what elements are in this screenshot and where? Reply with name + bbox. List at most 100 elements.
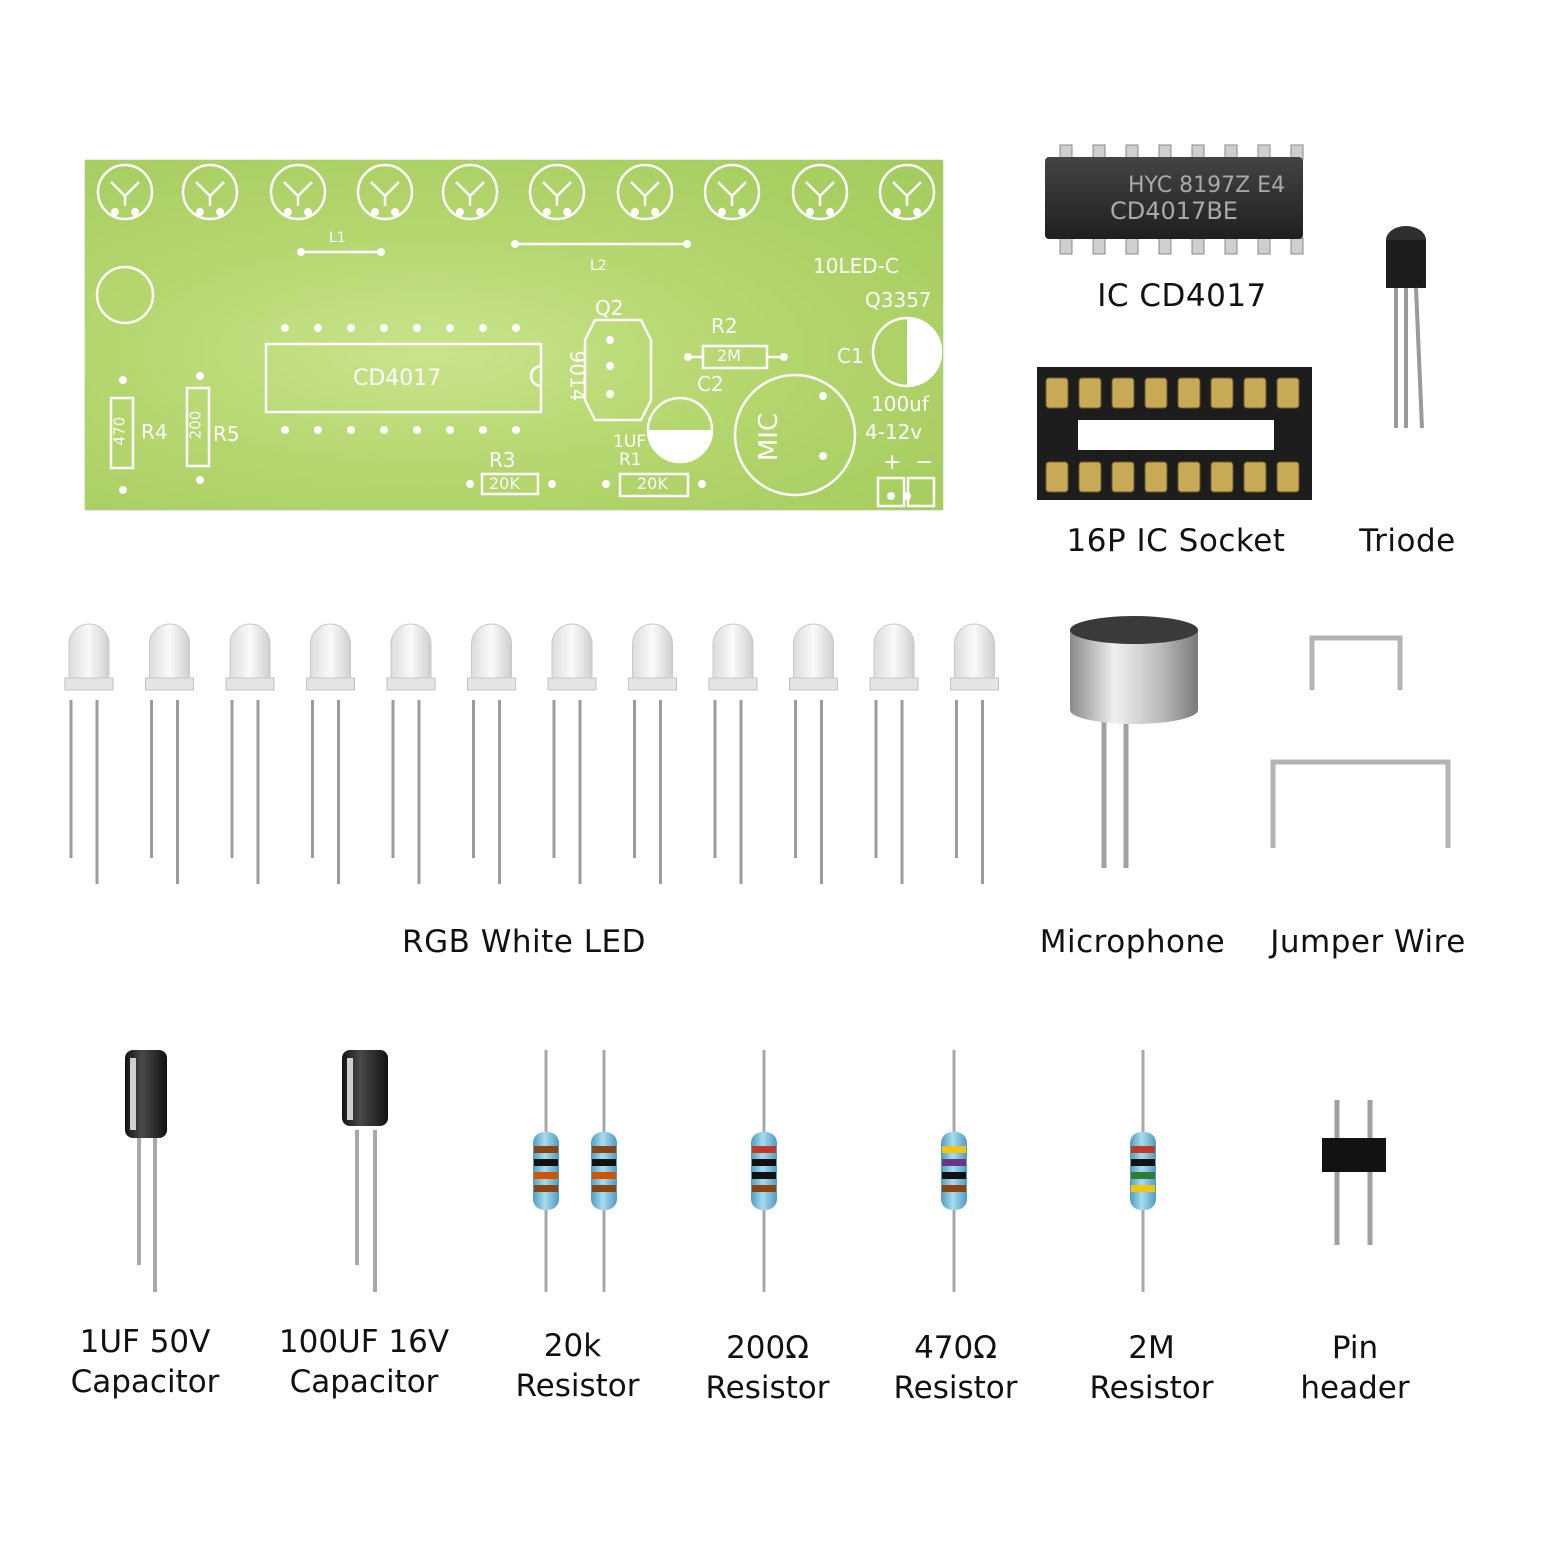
chip-pin [1158, 237, 1172, 255]
white-led [306, 623, 355, 884]
resistor-group [533, 1050, 1156, 1292]
label-resistor-2m: 2M Resistor [1074, 1328, 1229, 1408]
pcb-board: 10LED-C L1 L2 CD4017 Q2 9014 Q3357 R2 2M… [85, 160, 943, 510]
label-capacitor-100uf: 100UF 16V Capacitor [266, 1322, 462, 1402]
resistor [591, 1050, 617, 1292]
socket-contact [1210, 461, 1234, 493]
socket-contact [1045, 377, 1069, 409]
pcb-l1-label: L1 [329, 230, 346, 246]
pcb-minus-label: − [915, 450, 934, 475]
pcb-ic-label: CD4017 [353, 366, 442, 391]
label-resistor-470: 470Ω Resistor [878, 1328, 1033, 1408]
pcb-c2-value: 1UF [613, 432, 647, 452]
socket-contact [1078, 461, 1102, 493]
chip-pin [1290, 237, 1304, 255]
chip-pin [1059, 237, 1073, 255]
chip-pin [1092, 144, 1106, 160]
resistor [1130, 1050, 1156, 1292]
pcb-led-footprint [528, 163, 586, 221]
pin-line1: Pin [1331, 1330, 1379, 1366]
capacitor-100uf [342, 1050, 388, 1292]
pcb-led-footprint [878, 163, 936, 221]
pcb-r2-label: R2 [711, 314, 738, 338]
socket-contact [1243, 461, 1267, 493]
chip-pin [1191, 237, 1205, 255]
pcb-r1-label: R1 [619, 450, 642, 470]
label-jumper-wire: Jumper Wire [1270, 924, 1466, 960]
cap1-line2: Capacitor [70, 1364, 220, 1400]
socket-contact [1210, 377, 1234, 409]
pin-header [1322, 1100, 1386, 1245]
socket-contact [1111, 377, 1135, 409]
pcb-led-footprint [441, 163, 499, 221]
socket-contact [1045, 461, 1069, 493]
ic-socket [1037, 367, 1312, 500]
label-resistor-20k: 20k Resistor [500, 1326, 655, 1406]
cap1-line1: 1UF 50V [79, 1324, 211, 1360]
pin-line2: header [1300, 1370, 1410, 1406]
res2m-line2: Resistor [1089, 1370, 1214, 1406]
triode [1386, 226, 1426, 429]
chip-pin [1290, 144, 1304, 160]
microphone [1070, 616, 1198, 868]
white-led [145, 623, 194, 884]
pcb-q3357-label: Q3357 [865, 288, 932, 312]
cap2-line1: 100UF 16V [278, 1324, 450, 1360]
label-resistor-200: 200Ω Resistor [690, 1328, 845, 1408]
chip-pin [1158, 144, 1172, 160]
socket-contact [1177, 461, 1201, 493]
socket-contact [1144, 461, 1168, 493]
socket-contact [1276, 377, 1300, 409]
label-pin-header: Pin header [1290, 1328, 1420, 1408]
white-led [789, 623, 838, 884]
res200-line1: 200Ω [726, 1330, 809, 1366]
resistor [533, 1050, 559, 1292]
pcb-led-footprint [703, 163, 761, 221]
res200-line2: Resistor [705, 1370, 830, 1406]
white-led [386, 623, 436, 884]
resistor [941, 1050, 967, 1292]
pcb-r3-label: R3 [489, 448, 516, 472]
chip-pin [1125, 237, 1139, 255]
socket-contact [1276, 461, 1300, 493]
pcb-led-footprint [96, 163, 154, 221]
socket-contact [1111, 461, 1135, 493]
white-led [467, 623, 516, 884]
pcb-led-footprint [181, 163, 239, 221]
chip-marking-line1: HYC 8197Z E4 [1128, 173, 1285, 198]
chip-pin [1224, 144, 1238, 160]
label-led: RGB White LED [402, 924, 646, 960]
chip-pin [1125, 144, 1139, 160]
res2m-line1: 2M [1128, 1330, 1175, 1366]
socket-contact [1243, 377, 1267, 409]
resistor [751, 1050, 777, 1292]
white-led [547, 623, 597, 884]
chip-pin [1257, 237, 1271, 255]
chip-pin [1092, 237, 1106, 255]
res470-line2: Resistor [893, 1370, 1018, 1406]
label-capacitor-1uf: 1UF 50V Capacitor [55, 1322, 235, 1402]
pcb-c1-label: C1 [837, 344, 864, 368]
socket-contact [1177, 377, 1201, 409]
pcb-r3-value: 20K [489, 474, 520, 493]
res20k-line1: 20k [543, 1328, 602, 1364]
pcb-silkscreen [95, 163, 943, 508]
pcb-q2-label: Q2 [595, 296, 624, 320]
pcb-board-label: 10LED-C [813, 254, 899, 278]
pcb-r5-label: R5 [213, 422, 240, 446]
pcb-l2-label: L2 [590, 258, 607, 274]
pcb-c1-value: 100uf [871, 392, 929, 416]
chip-pin [1191, 144, 1205, 160]
chip-pin [1059, 144, 1073, 160]
res470-line1: 470Ω [914, 1330, 997, 1366]
label-ic-socket: 16P IC Socket [1066, 523, 1286, 559]
label-ic-cd4017: IC CD4017 [1097, 278, 1267, 314]
white-led [628, 623, 677, 884]
jumper-wires [1270, 635, 1451, 848]
ic-chip: HYC 8197Z E4 CD4017BE [1045, 144, 1304, 255]
pcb-c2-label: C2 [697, 372, 724, 396]
white-led [64, 623, 114, 884]
chip-pin [1257, 144, 1271, 160]
cap2-line2: Capacitor [289, 1364, 439, 1400]
